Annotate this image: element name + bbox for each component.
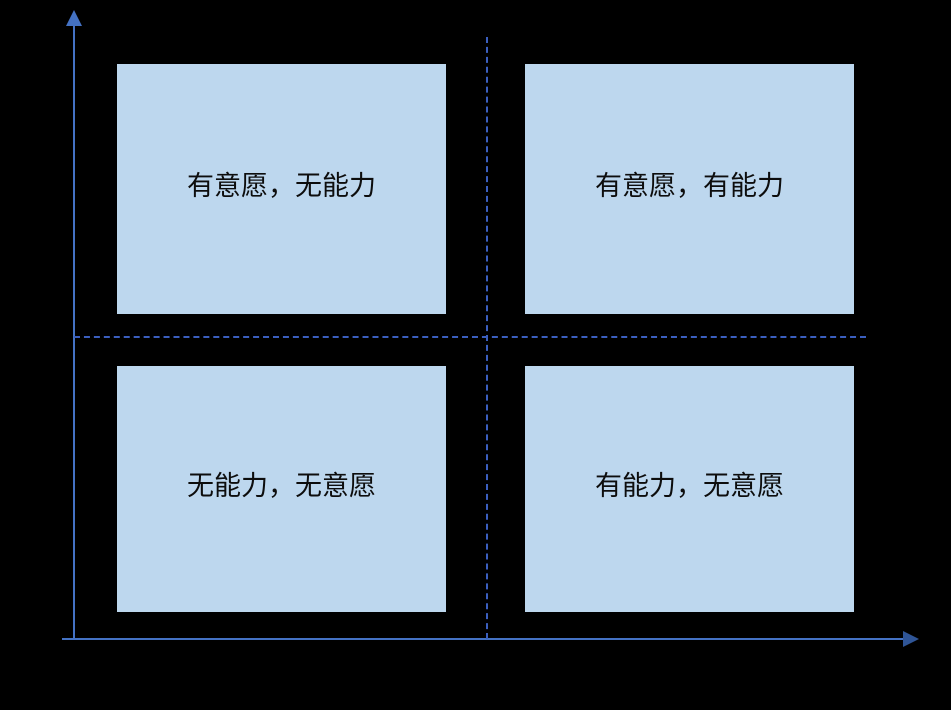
y-axis-arrow-up-icon xyxy=(66,10,82,26)
quadrant-label-bottom-right: 有能力，无意愿 xyxy=(595,470,784,501)
y-axis-line xyxy=(73,22,75,640)
x-axis-arrow-right-icon xyxy=(903,631,919,647)
quadrant-box-bottom-left[interactable]: 无能力，无意愿 xyxy=(117,366,446,612)
x-axis-line xyxy=(62,638,907,640)
quadrant-label-top-left: 有意愿，无能力 xyxy=(187,170,376,201)
quadrant-label-top-right: 有意愿，有能力 xyxy=(595,170,784,201)
quadrant-box-top-right[interactable]: 有意愿，有能力 xyxy=(525,64,854,314)
vertical-divider-dashed-line xyxy=(486,37,488,639)
horizontal-divider-dashed-line xyxy=(74,336,866,338)
quadrant-box-top-left[interactable]: 有意愿，无能力 xyxy=(117,64,446,314)
quadrant-label-bottom-left: 无能力，无意愿 xyxy=(187,470,376,501)
quadrant-box-bottom-right[interactable]: 有能力，无意愿 xyxy=(525,366,854,612)
